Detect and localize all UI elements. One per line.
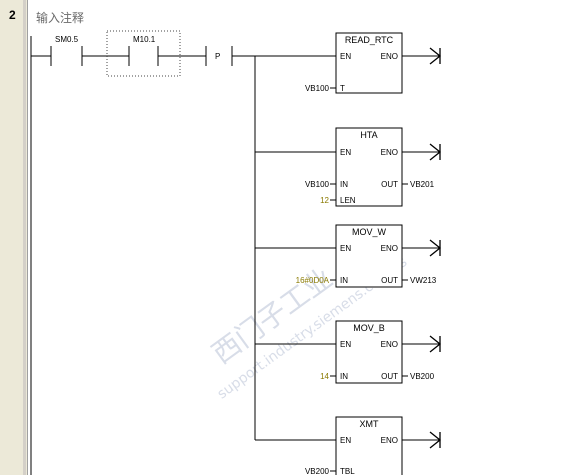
en-pin: EN: [340, 340, 351, 349]
contact-m10-1[interactable]: M10.1: [106, 30, 181, 77]
p-coil-label: P: [215, 52, 220, 61]
eno-pin: ENO: [381, 436, 398, 445]
block-mov-b[interactable]: MOV_B EN ENO IN 14 OUT VB200: [255, 320, 442, 384]
block-read-rtc[interactable]: READ_RTC EN ENO T VB100: [255, 32, 442, 94]
block-title: READ_RTC: [345, 35, 394, 45]
input-operand[interactable]: VB100: [305, 180, 330, 189]
block-xmt[interactable]: XMT EN ENO TBL VB200: [255, 416, 442, 475]
input-operand-const[interactable]: 12: [320, 196, 329, 205]
gutter-divider: [23, 0, 26, 475]
block-title: MOV_W: [352, 227, 387, 237]
output-pin: OUT: [381, 276, 398, 285]
output-operand[interactable]: VB201: [410, 180, 435, 189]
en-pin: EN: [340, 148, 351, 157]
eno-arrow-icon: [429, 431, 442, 449]
input-pin: LEN: [340, 196, 356, 205]
eno-arrow-icon: [429, 143, 442, 161]
eno-pin: ENO: [381, 340, 398, 349]
positive-edge-contact[interactable]: P: [205, 46, 233, 66]
input-operand[interactable]: VB100: [305, 84, 330, 93]
input-pin: IN: [340, 372, 348, 381]
output-pin: OUT: [381, 372, 398, 381]
eno-pin: ENO: [381, 148, 398, 157]
eno-pin: ENO: [381, 244, 398, 253]
input-pin: IN: [340, 276, 348, 285]
network-number[interactable]: 2: [9, 8, 16, 22]
en-pin: EN: [340, 52, 351, 61]
eno-arrow-icon: [429, 239, 442, 257]
eno-arrow-icon: [429, 335, 442, 353]
en-pin: EN: [340, 244, 351, 253]
input-operand-const[interactable]: 14: [320, 372, 329, 381]
en-pin: EN: [340, 436, 351, 445]
block-mov-w[interactable]: MOV_W EN ENO IN 16#0D0A OUT VW213: [255, 224, 442, 288]
input-operand-const[interactable]: 16#0D0A: [296, 276, 330, 285]
contact-label: SM0.5: [55, 35, 79, 44]
block-title: HTA: [360, 130, 377, 140]
block-hta[interactable]: HTA EN ENO IN VB100 LEN 12 OUT VB201: [255, 127, 442, 207]
eno-arrow-icon: [429, 47, 442, 65]
contact-sm0-5[interactable]: SM0.5: [50, 35, 83, 66]
eno-pin: ENO: [381, 52, 398, 61]
network-comment[interactable]: 输入注释: [36, 11, 85, 25]
output-pin: OUT: [381, 180, 398, 189]
output-operand[interactable]: VB200: [410, 372, 435, 381]
input-pin: TBL: [340, 467, 355, 475]
input-operand[interactable]: VB200: [305, 467, 330, 475]
block-title: XMT: [360, 419, 380, 429]
input-pin: IN: [340, 180, 348, 189]
output-operand[interactable]: VW213: [410, 276, 437, 285]
block-title: MOV_B: [353, 323, 385, 333]
input-pin: T: [340, 84, 345, 93]
contact-label: M10.1: [133, 35, 156, 44]
